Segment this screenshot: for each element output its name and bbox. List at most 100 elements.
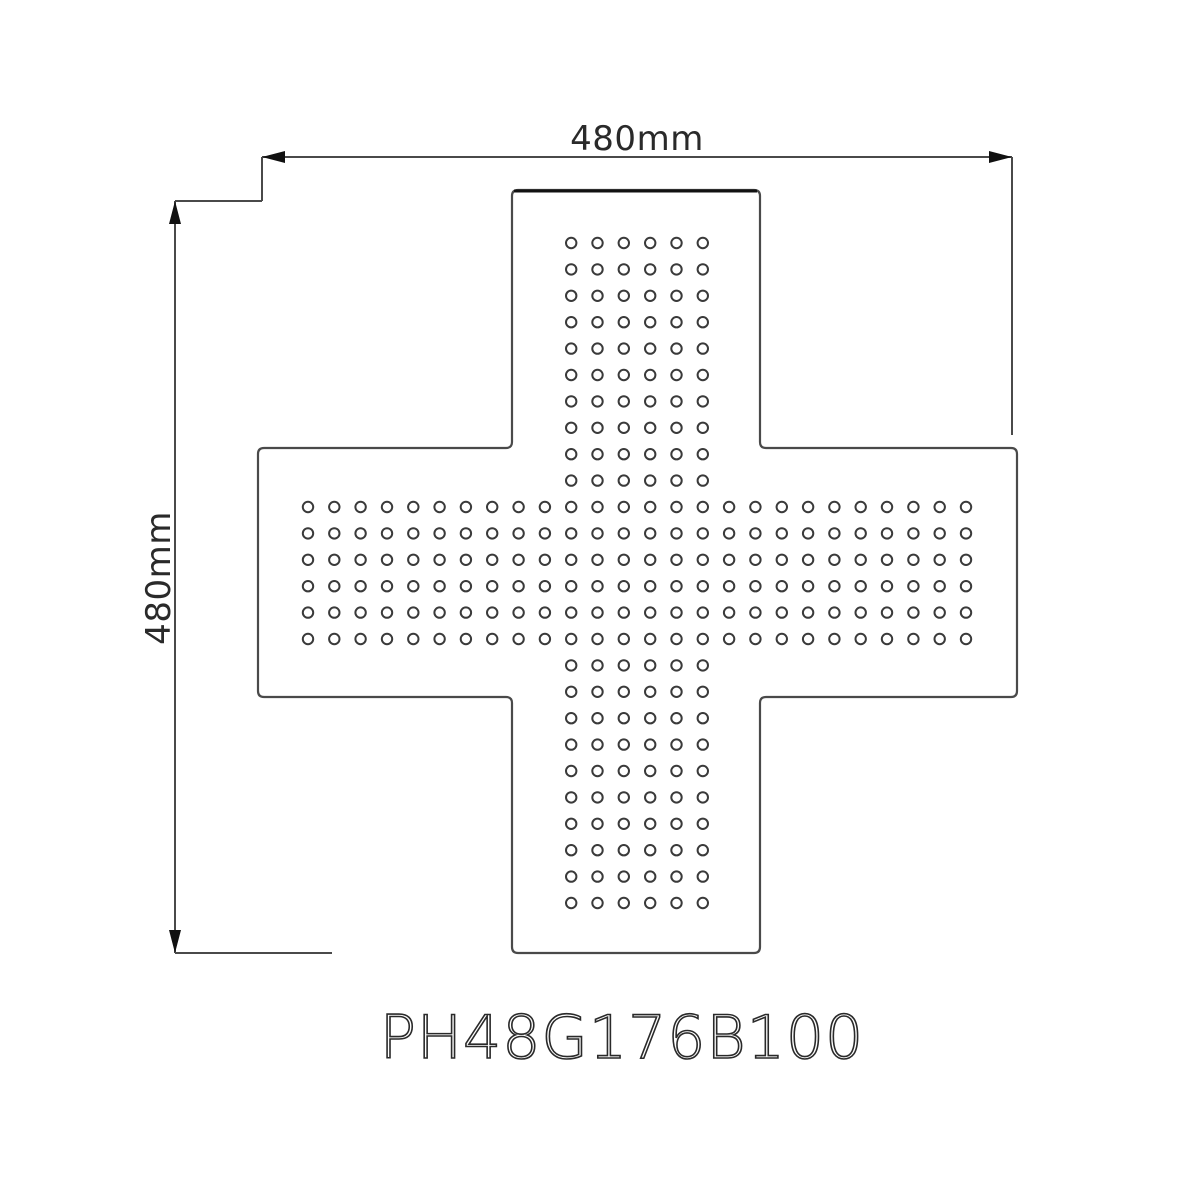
led-dot-icon [854,500,867,514]
led-dot-icon [670,580,683,593]
led-dot-icon [565,474,578,487]
led-dot-icon [565,316,578,329]
led-dot-icon [644,500,657,514]
led-dot-icon [854,553,867,566]
led-dot-icon [644,764,657,778]
led-dot-icon [644,580,657,593]
led-dot-icon [644,685,657,698]
led-dot-icon [801,580,815,593]
led-dot-icon [433,606,446,619]
led-dot-icon [538,606,552,619]
led-dot-icon [644,395,657,408]
led-dot-icon [644,870,657,883]
led-dot-icon [301,553,315,566]
led-dot-icon [907,527,920,540]
led-dot-icon [459,553,473,566]
led-dot-icon [722,580,736,593]
led-dot-icon [565,527,578,540]
led-dot-icon [459,527,473,540]
led-dot-icon [644,263,657,276]
led-dot-icon [407,632,420,646]
led-dot-icon [880,527,894,540]
led-dot-icon [538,580,552,593]
arrow-down-icon [169,930,181,953]
led-dot-icon [565,368,578,382]
led-dot-icon [722,500,736,514]
led-dot-icon [591,632,604,646]
led-dot-icon [644,289,657,302]
led-dot-icon [749,527,762,540]
led-dot-icon [433,553,446,566]
led-dot-icon [828,606,841,619]
led-dot-icon [696,738,709,751]
led-dot-icon [512,580,525,593]
led-dot-icon [644,316,657,329]
led-dot-icon [801,500,815,514]
led-dot-icon [617,606,630,619]
led-dot-icon [828,553,841,566]
led-dot-icon [933,580,946,593]
led-dot-icon [433,500,446,514]
led-dot-icon [670,553,683,566]
led-dot-icon [696,316,709,329]
led-dot-icon [644,474,657,487]
led-dot-icon [696,685,709,698]
led-dot-icon [670,764,683,778]
led-dot-icon [670,342,683,355]
led-dot-icon [565,448,578,461]
led-dot-icon [591,553,604,566]
led-dot-icon [644,844,657,857]
led-dot-icon [565,632,578,646]
led-dot-icon [354,632,367,646]
led-dot-icon [591,738,604,751]
led-dot-icon [670,738,683,751]
led-dot-icon [617,896,630,910]
led-dot-icon [591,817,604,830]
led-dot-icon [617,738,630,751]
led-dot-icon [538,632,552,646]
led-dot-icon [486,500,499,514]
led-dot-icon [722,606,736,619]
led-dot-icon [591,500,604,514]
led-dot-icon [880,606,894,619]
led-dot-icon [801,553,815,566]
led-dot-icon [380,632,394,646]
led-dot-icon [696,474,709,487]
led-dot-icon [617,342,630,355]
led-dot-icon [722,527,736,540]
led-dot-icon [565,580,578,593]
led-dot-icon [591,685,604,698]
led-dot-icon [565,421,578,434]
led-dot-icon [301,580,315,593]
led-dot-icon [328,553,341,566]
led-dot-icon [617,289,630,302]
led-dot-icon [433,580,446,593]
led-dot-icon [933,527,946,540]
led-dot-icon [565,236,578,250]
led-dot-icon [959,580,973,593]
led-dot-icon [591,527,604,540]
led-dot-icon [459,500,473,514]
led-dot-icon [959,632,973,646]
led-dot-icon [538,500,552,514]
led-dot-icon [459,580,473,593]
led-dot-icon [617,553,630,566]
led-dot-icon [670,236,683,250]
led-dot-icon [486,632,499,646]
led-dot-icon [775,580,788,593]
led-dot-icon [591,236,604,250]
led-dot-icon [407,580,420,593]
led-dot-icon [433,527,446,540]
arrow-up-icon [169,201,181,224]
width-label: 480mm [570,119,704,159]
led-dot-icon [749,580,762,593]
led-dot-icon [644,421,657,434]
led-dot-icon [854,527,867,540]
led-dot-icon [565,791,578,804]
led-dot-icon [959,527,973,540]
led-dot-icon [459,632,473,646]
led-dot-icon [617,580,630,593]
led-dot-icon [565,685,578,698]
led-dot-icon [854,580,867,593]
